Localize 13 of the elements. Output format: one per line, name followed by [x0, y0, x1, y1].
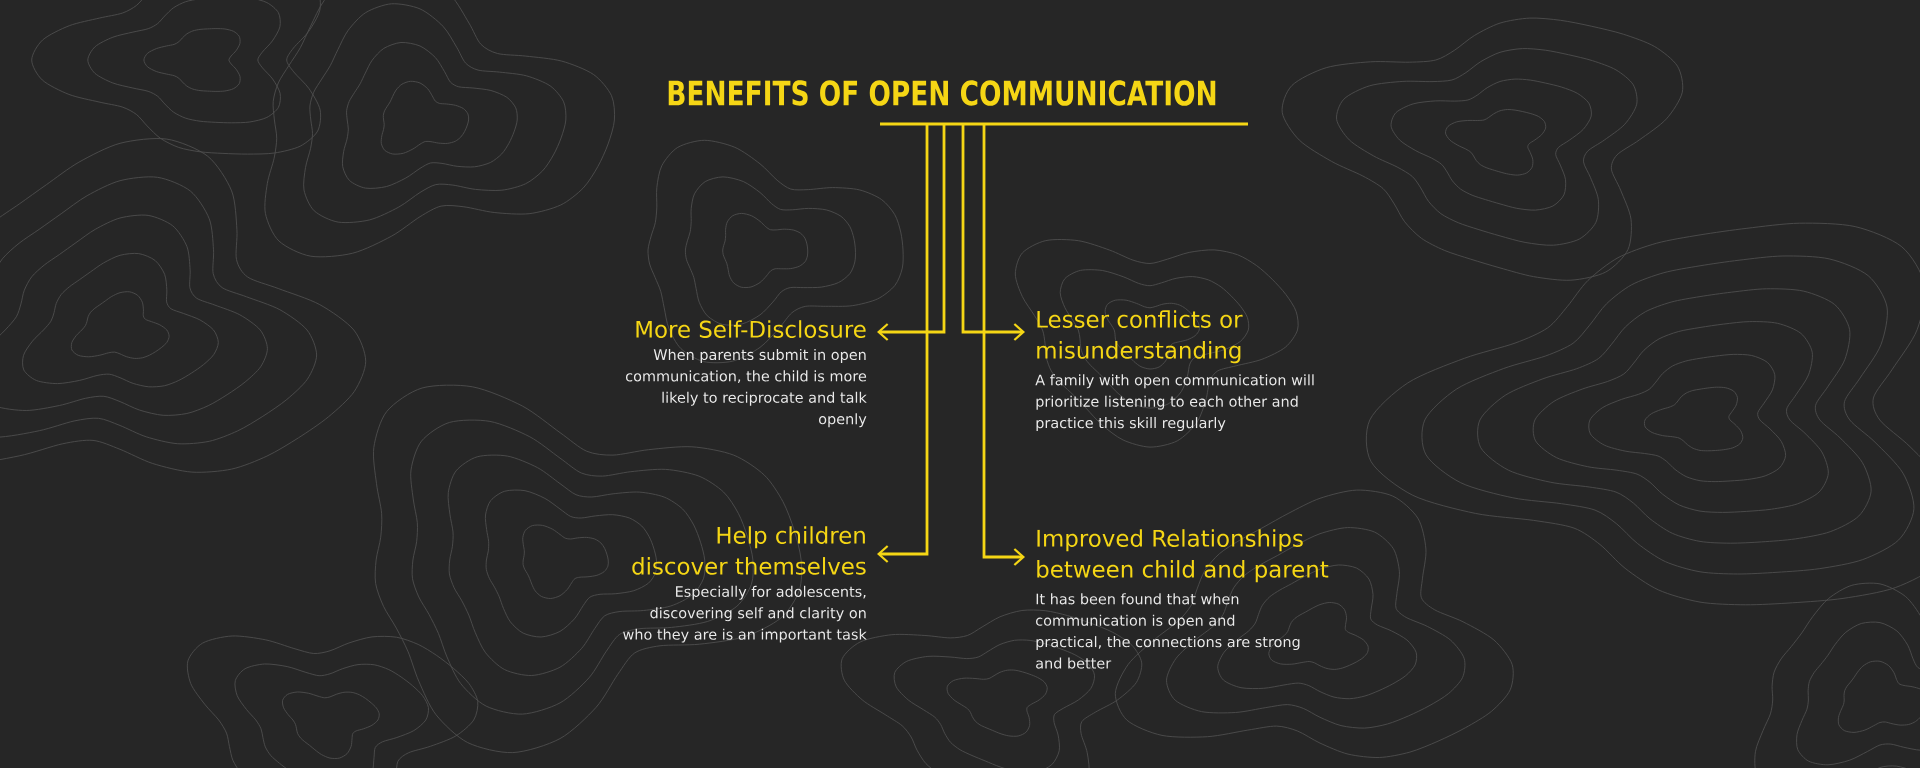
- description: It has been found that when communication is open and practical, the connections are strong and better: [1036, 593, 1300, 669]
- heading: Lesser conflicts or misunderstanding: [1037, 310, 1243, 364]
- arrow: [877, 124, 929, 563]
- description: Especially for adolescents, discovering self and clarity on who they are is an important task: [623, 585, 867, 643]
- arrow: [877, 124, 946, 341]
- arrow: [982, 124, 1025, 566]
- heading: Help children discover themselves: [632, 526, 866, 575]
- description: A family with open communication will prioritize listening to each other and practice this skill regularly: [1035, 374, 1314, 432]
- title: BENEFITS OF OPEN COMMUNICATION: [668, 80, 1216, 106]
- arrow: [961, 124, 1025, 341]
- heading: Improved Relationships between child and parent: [1037, 529, 1329, 583]
- description: When parents submit in open communication, the child is more likely to reciprocate and talk openly: [625, 348, 867, 428]
- heading: More Self-Disclosure: [636, 320, 866, 338]
